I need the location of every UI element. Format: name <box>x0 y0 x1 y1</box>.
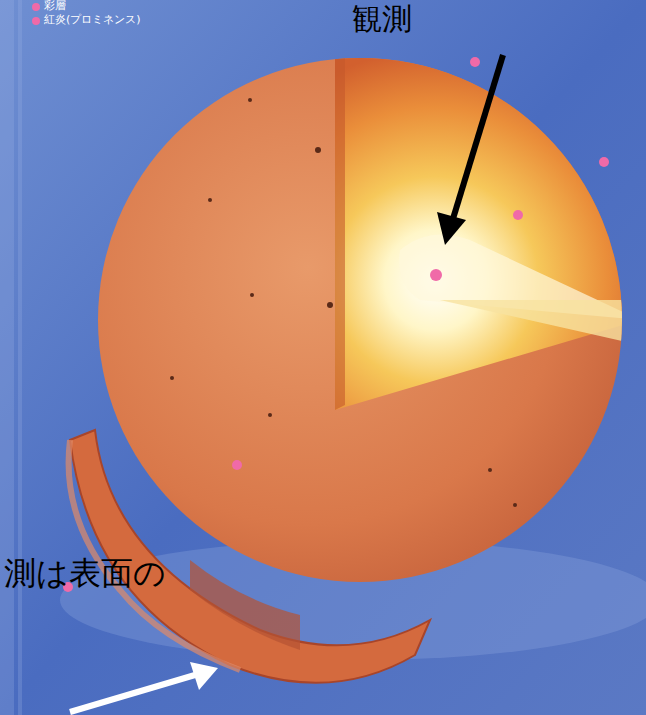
sunspots <box>170 98 517 507</box>
white-arrow <box>70 675 195 712</box>
callout-dots <box>32 3 609 592</box>
legend-note: 紅炎(プロミネンス) <box>44 14 141 26</box>
layer-fold <box>190 560 300 650</box>
white-arrowhead <box>190 662 218 690</box>
cutaway <box>335 40 640 410</box>
black-arrow <box>452 55 503 222</box>
caption-text: 測は表面の <box>4 556 166 591</box>
legend-note: 彩層 <box>44 0 66 12</box>
left-stripes <box>0 0 22 715</box>
chromosphere-edge <box>69 440 240 670</box>
black-arrowhead <box>437 212 466 245</box>
caption-text: 観測 <box>352 2 412 35</box>
